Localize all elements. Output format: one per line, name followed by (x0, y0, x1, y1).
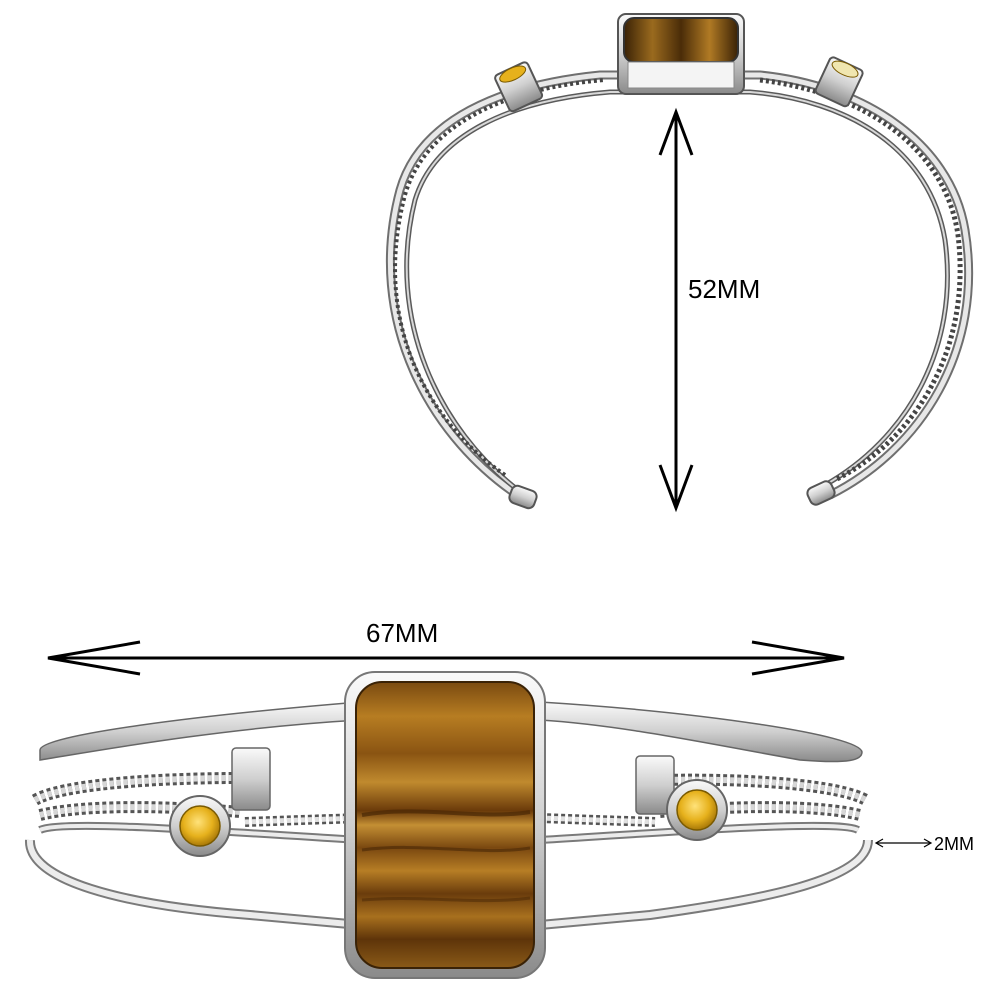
height-dimension-arrow (658, 107, 694, 513)
bracelet-side-view (385, 13, 974, 510)
thickness-dimension-arrow (874, 838, 933, 848)
width-label: 67MM (366, 618, 439, 648)
bracelet-front-view (24, 671, 873, 979)
height-label: 52MM (688, 274, 761, 304)
width-dimension-arrow (47, 640, 845, 676)
thickness-label: 2MM (934, 834, 974, 854)
